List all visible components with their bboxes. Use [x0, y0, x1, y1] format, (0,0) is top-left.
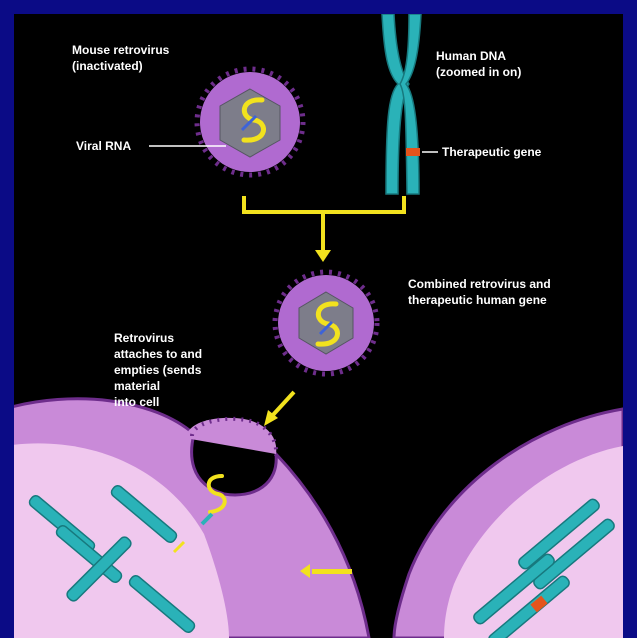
mouse-retrovirus — [197, 69, 303, 175]
label-therapeutic-gene: Therapeutic gene — [442, 145, 542, 159]
combined-virus — [275, 272, 377, 374]
label-human-dna: Human DNA (zoomed in on) — [436, 49, 521, 79]
combine-arrowhead — [315, 250, 331, 262]
label-attaches-line4: material — [114, 379, 160, 393]
label-virus-line1: Mouse retrovirus — [72, 43, 170, 57]
label-attaches: Retrovirus attaches to and empties (send… — [114, 331, 202, 409]
label-attaches-line5: into cell — [114, 395, 159, 409]
label-attaches-line3: empties (sends — [114, 363, 202, 377]
gene-therapy-diagram: Mouse retrovirus (inactivated) Viral RNA… — [14, 14, 623, 638]
label-attaches-line1: Retrovirus — [114, 331, 174, 345]
combine-arrow — [244, 196, 404, 252]
attach-arrow — [264, 392, 294, 426]
label-combined: Combined retrovirus and therapeutic huma… — [408, 277, 551, 307]
target-cell-right — [394, 409, 623, 638]
label-combined-line1: Combined retrovirus and — [408, 277, 551, 291]
label-human-dna-line2: (zoomed in on) — [436, 65, 521, 79]
diagram-panel: Mouse retrovirus (inactivated) Viral RNA… — [14, 14, 623, 638]
label-virus-line2: (inactivated) — [72, 59, 143, 73]
human-chromosome — [382, 14, 421, 194]
label-virus: Mouse retrovirus (inactivated) — [72, 43, 170, 73]
label-attaches-line2: attaches to and — [114, 347, 202, 361]
label-viral-rna: Viral RNA — [76, 139, 131, 153]
target-cell-left — [14, 399, 369, 638]
label-human-dna-line1: Human DNA — [436, 49, 506, 63]
label-combined-line2: therapeutic human gene — [408, 293, 547, 307]
